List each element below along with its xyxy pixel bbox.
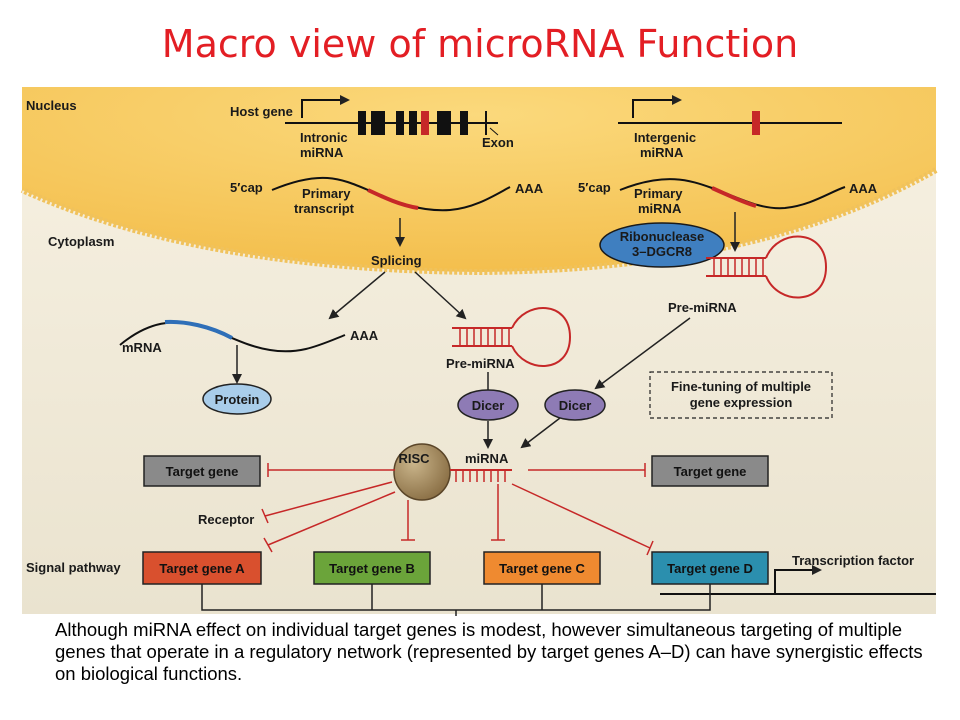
dicer-right-label: Dicer [559, 398, 592, 413]
aaa-mrna-label: AAA [350, 328, 379, 343]
mrna-coding-segment [164, 319, 233, 340]
intergenic-label-line1: Intergenic [634, 130, 696, 145]
primary-mirna-red-segment [711, 186, 757, 208]
fine-tuning-line1: Fine-tuning of multiple [671, 379, 811, 394]
dicer-left-ellipse [457, 389, 519, 421]
mirna-block [421, 111, 429, 135]
network-bracket [201, 584, 711, 616]
protein-ellipse [202, 383, 272, 415]
primary-mirna-label-line1: Primary [634, 186, 683, 201]
target-gene-right-box [651, 455, 769, 487]
dicer-left-label: Dicer [472, 398, 505, 413]
exon-label: Exon [482, 135, 514, 150]
promoter-arrow-icon [632, 95, 682, 118]
arrow-to-mrna [328, 271, 386, 320]
ribonuclease-label-line2: 3–DGCR8 [632, 244, 692, 259]
exon-block [396, 111, 404, 135]
splicing-label: Splicing [371, 253, 422, 268]
arrow-dicer-right-to-mirna [520, 417, 561, 449]
primary-mirna-label-line2: miRNA [638, 201, 682, 216]
risc-complex [393, 443, 451, 501]
ribonuclease-ellipse [599, 222, 725, 268]
dicer-right-ellipse [544, 389, 606, 421]
exon-block [371, 111, 385, 135]
transcription-factor-label: Transcription factor [792, 553, 914, 568]
ribonuclease-label-line1: Ribonuclease [620, 229, 705, 244]
primary-transcript-mirna-segment [367, 188, 419, 210]
signal-pathway-label: Signal pathway [26, 560, 121, 575]
mirna-duplex [450, 469, 512, 482]
risc-label: RISC [398, 451, 430, 466]
nuclear-membrane-dotted [20, 167, 938, 276]
promoter-arrow-icon [301, 95, 350, 118]
nucleus-label: Nucleus [26, 98, 77, 113]
arrow-to-pre-mirna-left [414, 271, 467, 320]
receptor-label: Receptor [198, 512, 254, 527]
protein-label: Protein [215, 392, 260, 407]
aaa-left-label: AAA [515, 181, 544, 196]
caption-text: Although miRNA effect on individual targ… [55, 619, 923, 684]
target-gene-d-label: Target gene D [667, 561, 753, 576]
hairpin-loop-icon [452, 307, 572, 367]
page-title: Macro view of microRNA Function [161, 22, 799, 66]
hairpin-loop-icon [706, 235, 828, 299]
cap-right-label: 5′cap [578, 180, 611, 195]
cytoplasm-label: Cytoplasm [48, 234, 114, 249]
host-gene [285, 95, 499, 136]
target-gene-b-label: Target gene B [329, 561, 415, 576]
target-gene-d-box [651, 551, 769, 585]
primary-transcript-label-line2: transcript [294, 201, 355, 216]
fine-tuning-box [649, 371, 833, 419]
cap-left-label: 5′cap [230, 180, 263, 195]
inhibition-bar-icon [261, 463, 654, 556]
intergenic-label-line2: miRNA [640, 145, 684, 160]
mrna-label: mRNA [122, 340, 162, 355]
exon-block [409, 111, 417, 135]
mirna-label: miRNA [465, 451, 509, 466]
exon-block [437, 111, 451, 135]
target-gene-a-label: Target gene A [159, 561, 245, 576]
aaa-right-label: AAA [849, 181, 878, 196]
intergenic-mirna-block [752, 111, 760, 135]
host-gene-label: Host gene [230, 104, 293, 119]
intronic-label-line2: miRNA [300, 145, 344, 160]
pre-mirna-right-label: Pre-miRNA [668, 300, 737, 315]
target-gene-left-label: Target gene [166, 464, 239, 479]
intronic-label-line1: Intronic [300, 130, 348, 145]
fine-tuning-line2: gene expression [690, 395, 793, 410]
primary-transcript-label-line1: Primary [302, 186, 351, 201]
nucleus-region [22, 87, 936, 272]
target-gene-right-label: Target gene [674, 464, 747, 479]
exon-block [460, 111, 468, 135]
pre-mirna-left-label: Pre-miRNA [446, 356, 515, 371]
exon-block [358, 111, 366, 135]
arrow-pre-mirna-to-dicer-right [594, 317, 691, 390]
target-gene-c-label: Target gene C [499, 561, 585, 576]
target-gene-left-box [143, 455, 261, 487]
transcription-factor-arrow-icon [774, 565, 822, 594]
